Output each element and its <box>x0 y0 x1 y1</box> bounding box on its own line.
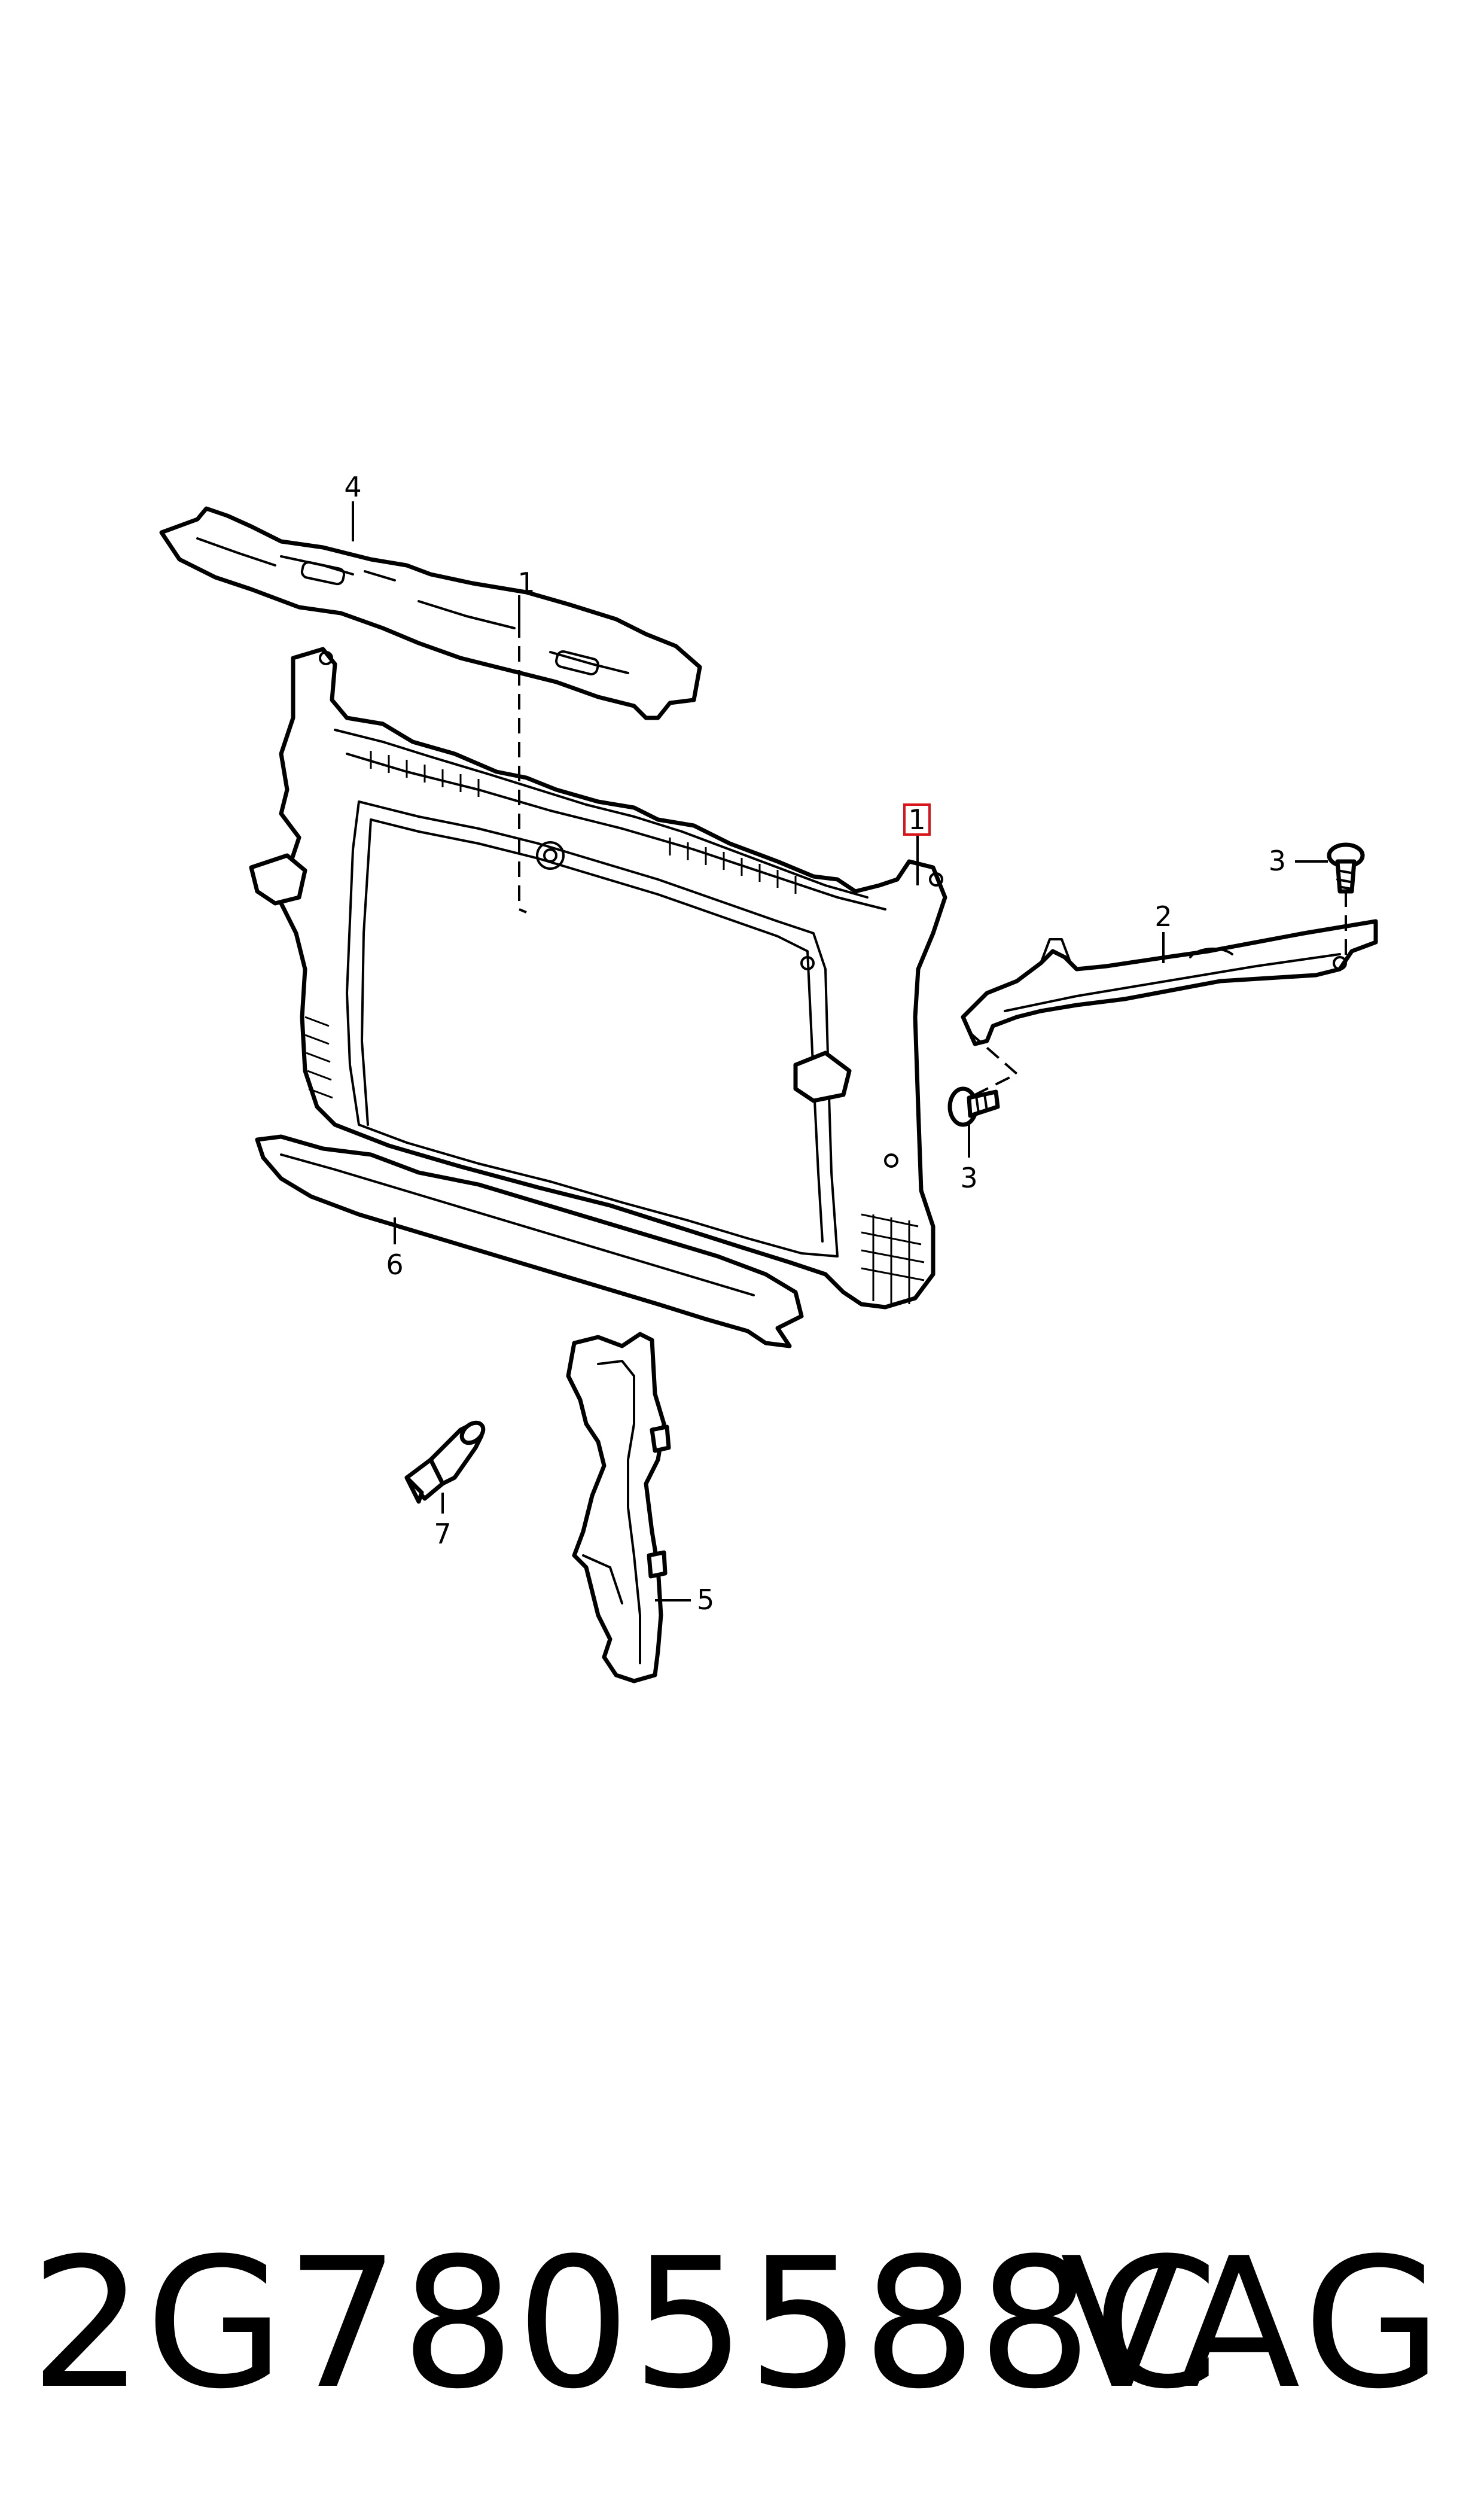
callout-3-top: 3 <box>1269 845 1286 877</box>
leader-lines <box>352 501 1347 1601</box>
callout-1-highlight: 1 <box>908 803 925 836</box>
part-4-upper-cover[interactable] <box>159 506 702 720</box>
callout-6: 6 <box>386 1249 403 1281</box>
callout-5: 5 <box>697 1584 714 1616</box>
part-1-lock-carrier[interactable] <box>249 647 947 1310</box>
callouts: 4 1 1 2 3 3 6 7 5 <box>344 471 1286 1616</box>
callout-4: 4 <box>344 471 361 503</box>
part-2-bracket[interactable] <box>961 919 1378 1046</box>
part-3-screw-bottom[interactable] <box>947 1086 1000 1127</box>
part-3-screw-top[interactable] <box>1327 842 1365 894</box>
brand-label: VAG <box>1060 2219 1448 2428</box>
part-7-sensor[interactable] <box>404 1418 487 1504</box>
callout-3-bottom: 3 <box>960 1162 977 1194</box>
footer: 2G7805588C VAG <box>0 2225 1484 2423</box>
part-number: 2G7805588C <box>30 2219 1220 2428</box>
part-5-air-guide[interactable] <box>566 1332 671 1683</box>
callout-2: 2 <box>1154 900 1172 933</box>
callout-1-top: 1 <box>517 567 535 599</box>
callout-1-highlight-box <box>903 803 931 836</box>
part-6-lower-deflector[interactable] <box>255 1134 804 1348</box>
callout-7: 7 <box>434 1518 451 1550</box>
